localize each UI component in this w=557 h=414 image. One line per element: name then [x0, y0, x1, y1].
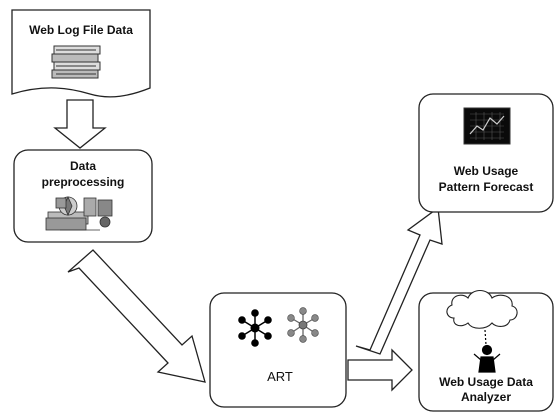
paper-stack-icon [51, 45, 101, 79]
data-analyzer-label-line-2: Analyzer [461, 390, 511, 404]
arrow-art-to-analyzer [347, 348, 413, 392]
pattern-forecast-node: Web Usage Pattern Forecast [418, 93, 554, 213]
data-processing-icon [45, 196, 113, 231]
network-icon-grey [287, 307, 319, 343]
data-preprocessing-label-line-2: preprocessing [42, 175, 125, 189]
arrow-preprocessing-to-art [67, 249, 206, 383]
forecast-chart-icon [463, 107, 511, 145]
web-log-file-node: Web Log File Data [11, 9, 151, 98]
data-preprocessing-node: Data preprocessing [13, 149, 153, 243]
pattern-forecast-label-line-2: Pattern Forecast [439, 180, 534, 194]
network-icon [238, 309, 272, 347]
data-analyzer-node: Web Usage Data Analyzer [418, 289, 554, 412]
data-preprocessing-label-line-1: Data [70, 159, 96, 173]
data-analyzer-label-line-1: Web Usage Data [439, 375, 533, 389]
art-node: ART [209, 292, 347, 408]
thought-cloud-icon [446, 289, 518, 329]
pattern-forecast-label-line-1: Web Usage [454, 164, 519, 178]
art-label: ART [267, 369, 293, 384]
person-icon [473, 329, 501, 373]
web-log-file-label: Web Log File Data [29, 23, 133, 37]
arrow-weblog-to-preprocessing [53, 99, 107, 149]
